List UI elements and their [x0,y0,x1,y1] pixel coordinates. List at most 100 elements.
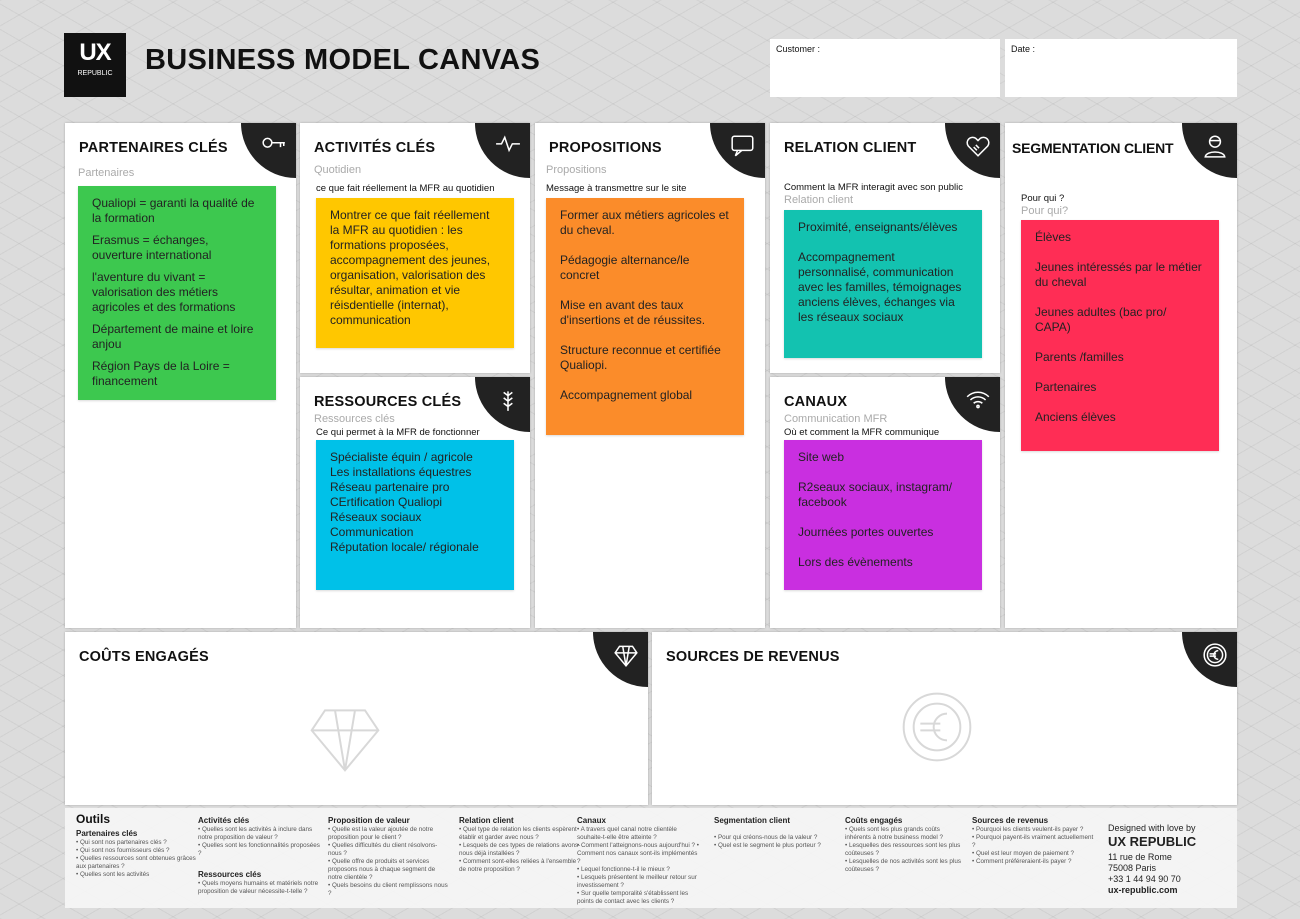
speech-bubble-icon [720,134,756,163]
page-title: BUSINESS MODEL CANVAS [145,44,541,76]
date-label: Date : [1011,44,1036,54]
brand-name: UX REPUBLIC [1108,834,1197,849]
sticky-item: Proximité, enseignants/élèves [798,220,958,234]
sticky-item: Qualiopi = garanti la qualité de la form… [92,196,255,225]
card-hint: Message à transmettre sur le site [546,183,687,194]
tools-question: • Comment préféreraient-ils payer ? [972,858,1072,865]
logo-subtext: REPUBLIC [77,70,113,77]
tools-question [714,826,836,834]
sticky-item: R2seaux sociaux, instagram/ facebook [798,480,953,509]
sticky-note[interactable]: Montrer ce que fait réellement la MFR au… [316,198,514,348]
sticky-item: CErtification Qualiopi [330,495,443,509]
sticky-note[interactable]: Qualiopi = garanti la qualité de la form… [78,186,276,400]
brand-phone: +33 1 44 94 90 70 [1108,874,1181,884]
tools-question: • Quel type de relation les clients espè… [459,826,577,841]
sticky-note[interactable]: Former aux métiers agricoles et du cheva… [546,198,744,435]
sticky-item: Accompagnement global [560,388,693,402]
card-title: RELATION CLIENT [784,140,917,156]
sticky-item: Parents /familles [1035,350,1124,364]
sticky-item: Les installations équestres [330,465,472,479]
corner-badge [593,632,648,687]
tools-section-heading: Ressources clés [198,870,262,879]
tools-column: Activités clés• Quelles sont les activit… [198,816,320,896]
brand-web[interactable]: ux-republic.com [1108,885,1178,895]
sticky-item: Réseaux sociaux [330,510,422,524]
sticky-item: Élèves [1035,230,1072,244]
tools-column: Proposition de valeur• Quelle est la val… [328,816,450,898]
tools-question: • Quels besoins du client remplissons no… [328,882,448,897]
tools-question: • Pour qui créons-nous de la valeur ? [714,834,818,841]
tools-question: • Lesquels présentent le meilleur retour… [577,874,697,889]
sticky-item: Anciens élèves [1035,410,1116,424]
card-hint: Ce qui permet à la MFR de fonctionner [316,427,480,438]
tools-section-heading: Canaux [577,816,606,825]
card-hint: Où et comment la MFR communique [784,427,940,438]
brand-address1: 11 rue de Rome [1108,852,1172,862]
sticky-item: Communication [330,525,414,539]
watermark-diamond-icon [305,697,385,781]
tools-question: • Sur quelle temporalité s'établissent l… [577,890,689,905]
sticky-item: Spécialiste équin / agricole [330,450,473,464]
tools-section-heading: Segmentation client [714,816,791,825]
tools-question: • Quelles ressources sont obtenues grâce… [76,855,196,870]
card-placeholder: Propositions [546,164,607,176]
tools-question: • Quels moyens humains et matériels notr… [198,880,319,895]
card-title: RESSOURCES CLÉS [314,394,462,410]
sticky-item: Accompagnement personnalisé, communicati… [798,250,962,324]
tools-column: Relation client• Quel type de relation l… [459,816,581,874]
card-ressources: RESSOURCES CLÉS Ressources clés Ce qui per… [300,377,530,628]
sticky-item: Réputation locale/ régionale [330,540,479,554]
ux-republic-logo: UX REPUBLIC [64,33,126,97]
tools-question: • Lesquelles de nos activités sont les p… [845,858,961,873]
tools-question: • Pourquoi les clients veulent-ils payer… [972,826,1084,833]
tools-section-heading: Relation client [459,816,514,825]
card-placeholder: Pour qui? [1021,205,1069,217]
sticky-item: Site web [798,450,845,464]
sticky-item: Structure reconnue et certifiée Qualiopi… [560,343,721,372]
tools-question: • A travers quel canal notre clientèle s… [577,826,677,841]
card-title: ACTIVITÉS CLÉS [314,140,436,156]
tools-question: • Lequel fonctionne-t-il le mieux ? [577,866,670,873]
wifi-icon [955,390,991,417]
tools-column: Canaux• A travers quel canal notre clien… [577,816,699,906]
sticky-item: Partenaires [1035,380,1097,394]
brand-designed: Designed with love by [1108,823,1196,833]
sticky-item: Jeunes intéressés par le métier du cheva… [1035,260,1202,289]
card-title: COÛTS ENGAGÉS [79,649,209,665]
pulse-icon [485,134,521,163]
tools-question: • Quel est le segment le plus porteur ? [714,842,821,849]
tools-column: Coûts engagés• Quels sont les plus grand… [845,816,967,874]
watermark-euro-icon [897,687,977,771]
card-hint: ce que fait réellement la MFR au quotidi… [316,183,495,194]
tools-question: • Lesquelles des ressources sont les plu… [845,842,961,857]
card-revenus: SOURCES DE REVENUS [652,632,1237,805]
sticky-item: Département de maine et loire anjou [92,322,254,351]
customer-field[interactable]: Customer : [770,39,1000,97]
card-hint: Comment la MFR interagit avec son public [784,182,963,193]
tools-question: • Comment l'atteignons-nous aujourd'hui … [577,842,699,865]
tools-question: • Quelle est la valeur ajoutée de notre … [328,826,434,841]
tools-question: • Quelles sont les fonctionnalités propo… [198,842,320,857]
tools-question: • Comment sont-elles reliées à l'ensembl… [459,858,577,873]
sticky-item: Réseau partenaire pro [330,480,450,494]
card-placeholder: Quotidien [314,164,362,176]
tools-question: • Quelles sont les activités à inclure d… [198,826,313,841]
card-placeholder: Ressources clés [314,413,395,425]
card-title: SOURCES DE REVENUS [666,649,840,665]
tools-question: • Qui sont nos fournisseurs clés ? [76,847,170,854]
date-field[interactable]: Date : [1005,39,1237,97]
key-icon [251,137,287,163]
tools-question: • Quelles sont les activités [76,871,150,878]
customer-label: Customer : [776,44,821,54]
brand-address2: 75008 Paris [1108,863,1157,873]
